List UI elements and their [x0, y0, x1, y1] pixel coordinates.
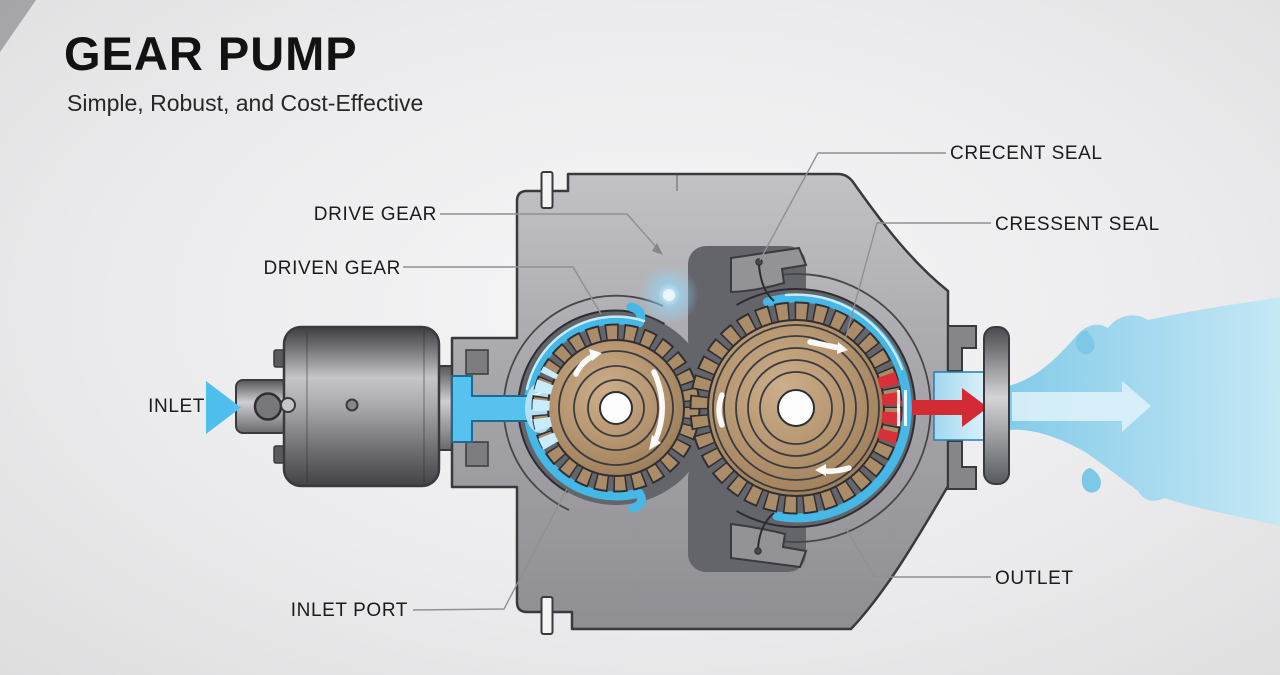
corner-shade: [0, 0, 36, 52]
label-cressent-seal: CRESSENT SEAL: [995, 214, 1160, 235]
rotation-arrowheads: [589, 342, 848, 476]
inlet-arrow-icon: [206, 381, 241, 434]
crescent-seal-top: [730, 246, 808, 294]
leader-lines: [403, 152, 991, 611]
leader-arrowhead: [652, 243, 663, 255]
glow-core: [663, 289, 675, 301]
outlet-flange: [983, 326, 1010, 485]
motor-assembly: [235, 325, 455, 488]
label-outlet: OUTLET: [995, 568, 1074, 589]
rotation-arrows: [573, 339, 852, 474]
crescent-seal-bottom: [730, 522, 808, 569]
inlet-teeth-fluid: [532, 366, 559, 450]
drive-gear: [689, 301, 903, 515]
outlet-teeth-fluid: [876, 371, 902, 445]
mounting-slot: [540, 171, 554, 209]
splash-droplet: [1075, 330, 1095, 355]
diagram-subtitle: Simple, Robust, and Cost-Effective: [67, 90, 424, 116]
outlet-arrow-icon: [897, 388, 988, 427]
diagram-title: GEAR PUMP: [64, 27, 358, 80]
splash-droplet: [1081, 468, 1101, 493]
seal-pins: [754, 258, 775, 555]
label-inlet: INLET: [148, 396, 205, 417]
shaft-bore: [253, 392, 283, 421]
mounting-slot: [540, 596, 554, 635]
flow-arrow-icon: [1012, 381, 1151, 432]
label-driven-gear: DRIVEN GEAR: [263, 258, 401, 279]
label-drive-gear: DRIVE GEAR: [313, 204, 437, 225]
label-inlet-port: INLET PORT: [290, 600, 408, 621]
outlet-splash: [1008, 297, 1280, 526]
label-crecent-seal: CRECENT SEAL: [950, 143, 1103, 164]
